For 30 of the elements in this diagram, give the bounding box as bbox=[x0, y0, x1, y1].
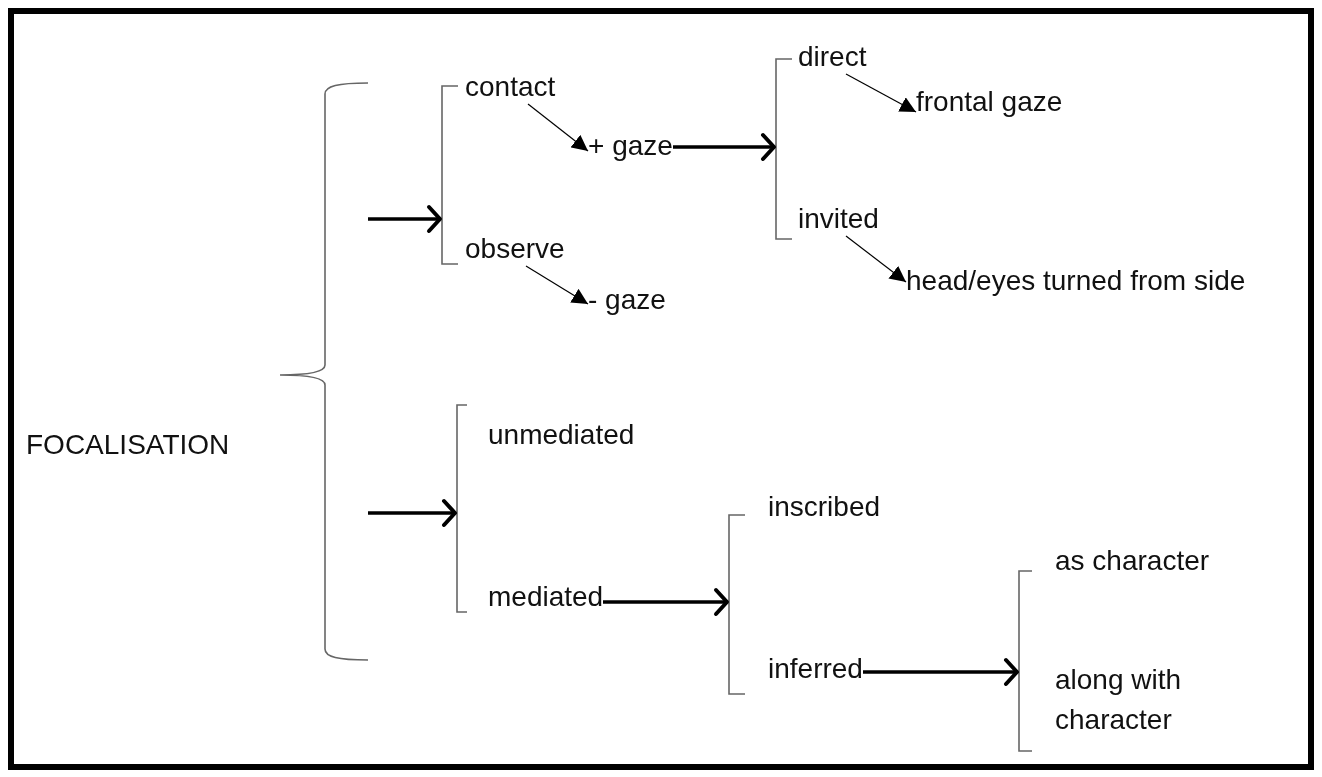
option-label: + gaze bbox=[588, 129, 673, 163]
square-bracket bbox=[1017, 570, 1032, 752]
arrow bbox=[368, 499, 457, 527]
arrow bbox=[368, 205, 442, 233]
option-label: inscribed bbox=[768, 490, 881, 524]
option-label: mediated bbox=[488, 580, 604, 614]
option-label: contact bbox=[465, 70, 556, 104]
option-label: observe bbox=[465, 232, 565, 266]
square-bracket bbox=[774, 58, 792, 240]
option-label: - gaze bbox=[588, 283, 666, 317]
option-label: FOCALISATION bbox=[26, 428, 230, 462]
arrow bbox=[525, 265, 589, 305]
option-label: invited bbox=[798, 202, 879, 236]
arrow bbox=[673, 133, 776, 161]
square-bracket bbox=[727, 514, 745, 695]
arrow bbox=[603, 588, 729, 616]
arrow bbox=[863, 658, 1019, 686]
option-label: along with character bbox=[1055, 660, 1285, 740]
square-bracket bbox=[440, 85, 458, 265]
option-label: as character bbox=[1055, 544, 1210, 578]
square-bracket bbox=[455, 404, 467, 613]
arrow bbox=[845, 235, 907, 283]
option-label: head/eyes turned from side bbox=[906, 264, 1246, 298]
option-label: direct bbox=[798, 40, 867, 74]
option-label: frontal gaze bbox=[916, 85, 1063, 119]
option-label: unmediated bbox=[488, 418, 635, 452]
curly-brace bbox=[278, 80, 368, 663]
option-label: inferred bbox=[768, 652, 863, 686]
arrow bbox=[527, 103, 589, 152]
arrow bbox=[845, 73, 917, 113]
